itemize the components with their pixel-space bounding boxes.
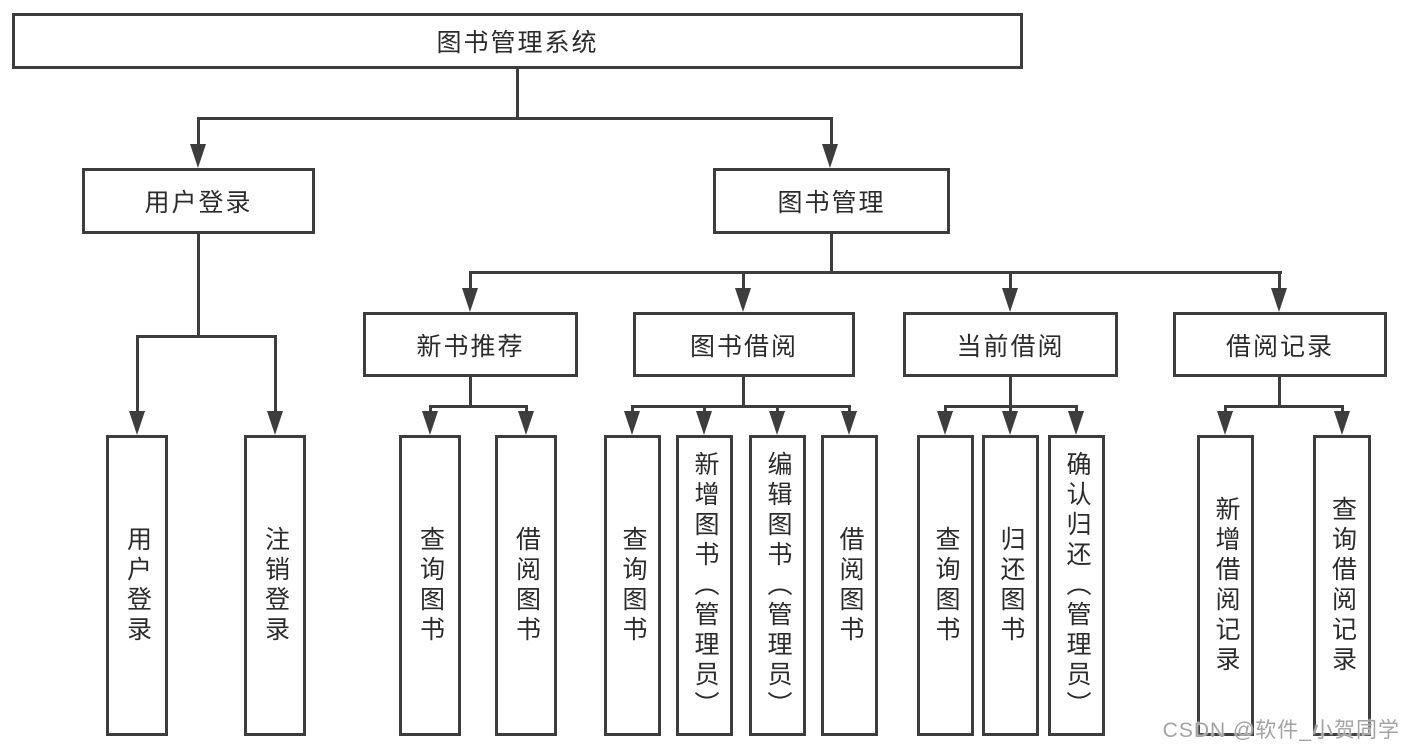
connector-book-borrow-rail [631, 405, 851, 408]
connector-root-rail [197, 117, 833, 120]
connector-book-mgmt-drop [830, 117, 833, 147]
arrow-down-icon [1068, 411, 1084, 435]
connector-login-stem [197, 233, 200, 338]
node-book-borrow: 图书借阅 [633, 312, 855, 377]
arrow-down-icon [1271, 288, 1287, 312]
node-book-mgmt: 图书管理 [713, 168, 950, 234]
leaf-borrow-add-admin: 新增图书（管理员） [676, 435, 733, 736]
leaf-records-query: 查询借阅记录 [1313, 435, 1371, 736]
leaf-records-add: 新增借阅记录 [1197, 435, 1254, 736]
connector-current-borrow-drop [1009, 271, 1012, 293]
connector-leaf-drop [136, 335, 139, 417]
arrow-down-icon [1002, 411, 1018, 435]
connector-user-login-drop [197, 117, 200, 147]
arrow-down-icon [1334, 411, 1350, 435]
arrow-down-icon [190, 144, 206, 168]
connector-borrow-records-rail [1224, 405, 1343, 408]
leaf-current-query: 查询图书 [917, 435, 974, 736]
connector-mgmt-rail [469, 271, 1282, 274]
arrow-down-icon [462, 288, 478, 312]
connector-mgmt-stem [830, 233, 833, 274]
leaf-current-confirm-admin: 确认归还（管理员） [1048, 435, 1105, 736]
arrow-down-icon [696, 411, 712, 435]
arrow-down-icon [518, 411, 534, 435]
leaf-newbooks-query: 查询图书 [399, 435, 461, 736]
connector-borrow-records-drop [1278, 271, 1281, 293]
connector-current-borrow-stem [1009, 377, 1012, 408]
node-current-borrow: 当前借阅 [903, 312, 1118, 377]
leaf-borrow-query: 查询图书 [604, 435, 661, 736]
node-borrow-records: 借阅记录 [1173, 312, 1387, 377]
arrow-down-icon [1217, 411, 1233, 435]
node-new-books: 新书推荐 [363, 312, 578, 377]
leaf-current-return: 归还图书 [982, 435, 1039, 736]
arrow-down-icon [624, 411, 640, 435]
arrow-down-icon [422, 411, 438, 435]
connector-book-borrow-stem [742, 377, 745, 408]
node-root: 图书管理系统 [12, 13, 1023, 69]
connector-root-stem [516, 66, 519, 119]
connector-borrow-records-stem [1278, 377, 1281, 408]
connector-new-books-rail [429, 405, 528, 408]
arrow-down-icon [1002, 288, 1018, 312]
connector-new-books-stem [469, 377, 472, 408]
leaf-user-login: 用户登录 [106, 435, 168, 736]
leaf-newbooks-borrow: 借阅图书 [495, 435, 557, 736]
connector-book-borrow-drop [742, 271, 745, 293]
arrow-down-icon [129, 411, 145, 435]
arrow-down-icon [841, 411, 857, 435]
leaf-borrow-borrow: 借阅图书 [821, 435, 878, 736]
leaf-borrow-edit-admin: 编辑图书（管理员） [749, 435, 806, 736]
arrow-down-icon [937, 411, 953, 435]
leaf-logout: 注销登录 [244, 435, 306, 736]
arrow-down-icon [822, 144, 838, 168]
arrow-down-icon [735, 288, 751, 312]
node-user-login: 用户登录 [82, 168, 315, 234]
connector-login-rail [136, 335, 277, 338]
connector-leaf-drop [274, 335, 277, 417]
connector-new-books-drop [469, 271, 472, 293]
arrow-down-icon [769, 411, 785, 435]
arrow-down-icon [267, 411, 283, 435]
csdn-watermark: CSDN @软件_小贺同学 [1162, 719, 1400, 742]
